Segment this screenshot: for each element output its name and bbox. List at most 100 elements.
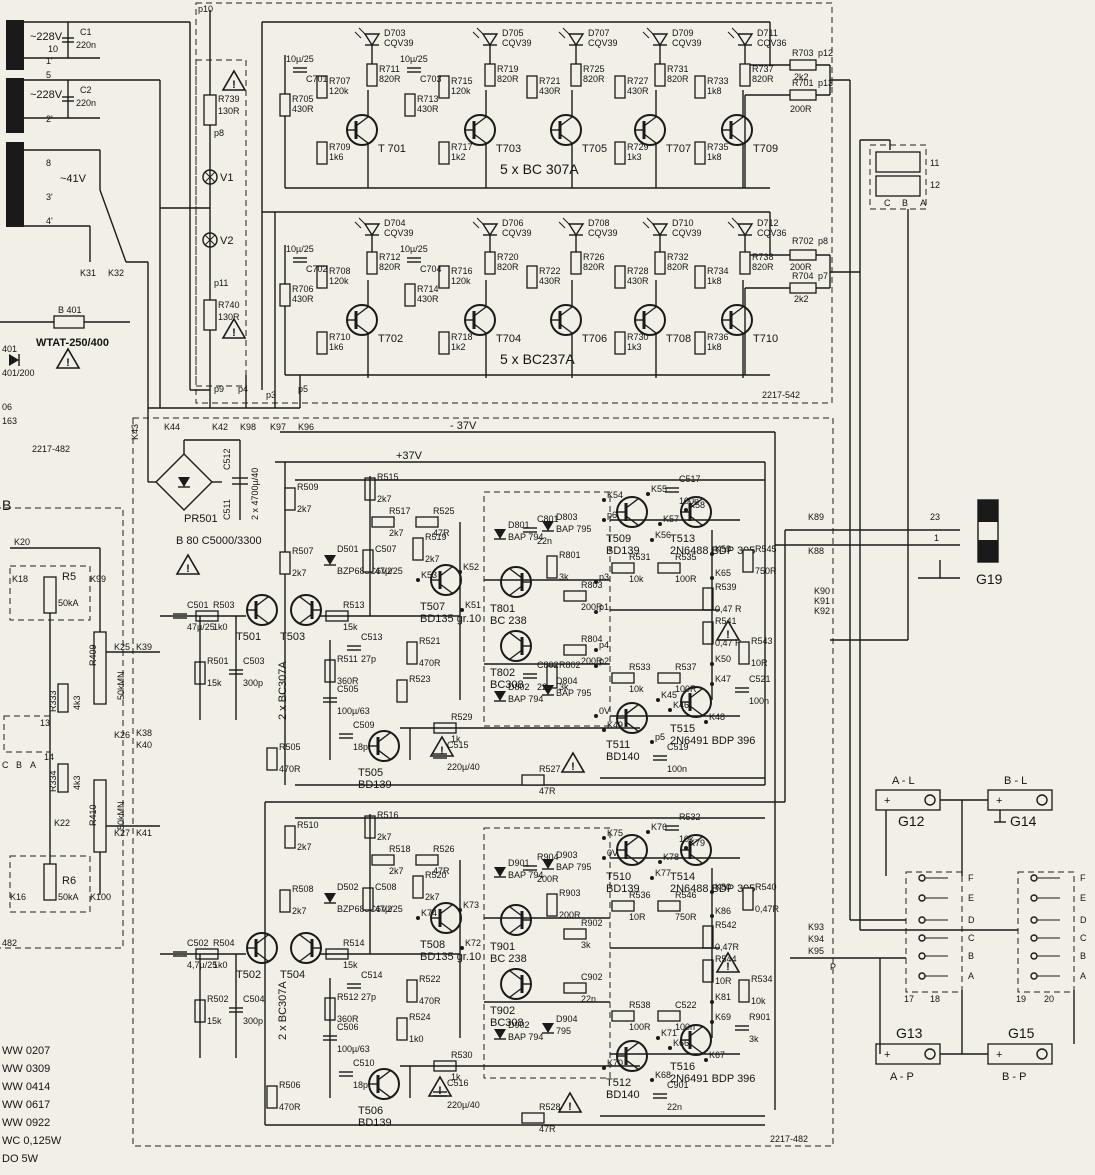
part-c513-ref: C513 [361, 632, 383, 642]
part-r527 [521, 774, 545, 786]
sel-label-1-d: D [1080, 915, 1087, 925]
k97-label: K97 [270, 422, 286, 432]
res-r729 [614, 141, 626, 165]
tap-228b-label: ~228V [30, 89, 63, 101]
part-r527-ref: R527 [539, 764, 561, 774]
sel-label-1-e: E [1080, 893, 1086, 903]
node-k53-label: K53 [421, 570, 437, 580]
node-k79 [684, 846, 688, 850]
part-r801-val: 3k [559, 572, 569, 582]
part-r542-val: 0,47R [715, 942, 740, 952]
part-r531-val: 10k [629, 574, 644, 584]
node-k70-label: K70 [607, 1058, 623, 1068]
res-r738 [739, 251, 751, 275]
pin-10: 10 [48, 44, 58, 54]
led-d708-icon [558, 217, 584, 236]
r409-ref: R409 [88, 644, 98, 666]
legend-item: WC 0,125W [2, 1135, 62, 1147]
lamp-v1: V1 [220, 172, 233, 184]
node-k65-label: K65 [715, 568, 731, 578]
diode-d904-type: 795 [556, 1026, 571, 1036]
part-r531-ref: R531 [629, 552, 651, 562]
part-r804-val: 200R [581, 656, 603, 666]
part-d501-icon [323, 554, 337, 566]
part-c517-ref: C517 [679, 474, 701, 484]
part-c519-val: 100n [667, 764, 687, 774]
part-r502-val: 15k [207, 1016, 222, 1026]
res-r733-ref: R733 [707, 76, 729, 86]
p4-label: p4 [238, 384, 248, 394]
p8-label: p8 [214, 128, 224, 138]
k95-label: K95 [808, 946, 824, 956]
part-r518 [371, 854, 395, 866]
node-p6 [602, 518, 606, 522]
cap-c703-val: 10µ/25 [400, 54, 428, 64]
res-r733 [694, 75, 706, 99]
part-c801-ref: C801 [537, 514, 559, 524]
diode-d904-icon [541, 1022, 555, 1034]
caps-value: 2 x 4700µ/40 [250, 468, 260, 520]
res-r719-val: 820R [497, 74, 519, 84]
r6-val: 50kA [58, 892, 79, 902]
c512-ref: C512 [222, 448, 232, 470]
part-c801-val: 22n [537, 536, 552, 546]
sel-contact-1-d [1030, 916, 1038, 924]
res-r722-ref: R722 [539, 266, 561, 276]
spk-g13-ref: G13 [896, 1025, 923, 1041]
node-k45-label: K45 [661, 690, 677, 700]
rsw-pin-11: 11 [930, 158, 939, 168]
part-r525-val: 47R [433, 528, 450, 538]
led-d709-type: CQV39 [672, 38, 702, 48]
r334-val: 4k3 [72, 775, 82, 790]
res-r731-val: 820R [667, 74, 689, 84]
res-r710 [316, 331, 328, 355]
transistor-t702-ref: T702 [378, 333, 403, 345]
sel-label-0-e: E [968, 893, 974, 903]
k16-label: K16 [10, 892, 26, 902]
part-r513-val: 15k [343, 622, 358, 632]
led-d711-icon [727, 27, 753, 46]
res-r715-ref: R715 [451, 76, 473, 86]
transistor-t503-ref: T503 [280, 631, 305, 643]
spk-g14-pol: + [996, 795, 1002, 807]
node-k53 [416, 578, 420, 582]
part-c506-val: 100µ/63 [337, 1044, 370, 1054]
p11-label: p11 [214, 278, 228, 288]
sel-num-19: 19 [1016, 994, 1026, 1004]
part-r545-ref: R545 [755, 544, 777, 554]
part-c507-ref: C507 [375, 544, 397, 554]
res-r721-ref: R721 [539, 76, 561, 86]
part-c501 [173, 613, 187, 619]
r6-ref: R6 [62, 875, 76, 887]
diode-d802-type: BAP 794 [508, 694, 543, 704]
node-k71-label: K71 [661, 1028, 677, 1038]
transistor-t802-icon [499, 629, 533, 663]
part-c508-val: 47µ/25 [375, 904, 403, 914]
part-r802-val: 3k [559, 682, 569, 692]
res-r730-val: 1k3 [627, 342, 642, 352]
part-r904-val: 200R [537, 874, 559, 884]
res-r714-val: 430R [417, 294, 439, 304]
led-d707-icon [558, 27, 584, 46]
part-c516-val: 220µ/40 [447, 1100, 480, 1110]
part-c522 [657, 1010, 681, 1022]
sel-label-0-c: C [968, 933, 975, 943]
led-d703-type: CQV39 [384, 38, 414, 48]
p8-out-label: p8 [818, 236, 828, 246]
transistor-t801-icon [499, 565, 533, 599]
node-p3-label: p3 [599, 572, 609, 582]
transistor-t513-type: 2N6488 BDP 395 [670, 545, 755, 557]
res-r733-val: 1k8 [707, 86, 722, 96]
res-r732-val: 820R [667, 262, 689, 272]
res-r711-ref: R711 [379, 64, 400, 74]
k32-label: K32 [108, 268, 124, 278]
sel-contact-1-a [1030, 972, 1038, 980]
res-r726-ref: R726 [583, 252, 605, 262]
part-c519 [653, 755, 667, 761]
bridge-ref: PR501 [184, 513, 218, 525]
transistor-t902-ref: T902 [490, 1005, 515, 1017]
rsw-pin-12: 12 [930, 180, 940, 190]
part-r544-val: 10R [715, 976, 732, 986]
r739-val: 130R [218, 106, 240, 116]
part-r522-val: 470R [419, 996, 441, 1006]
